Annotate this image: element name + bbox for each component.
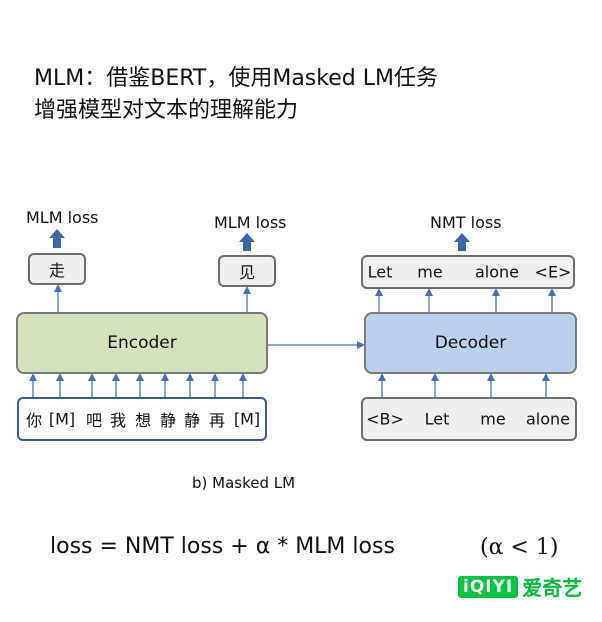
prediction-box-left: 走: [28, 253, 86, 285]
decoder-block: Decoder: [364, 312, 577, 374]
prediction-box-mid: 见: [218, 255, 276, 287]
encoder-input-token: 静: [159, 411, 177, 430]
decoder-output-box: Let me alone <E>: [361, 255, 575, 289]
decoder-output-token: me: [417, 262, 443, 282]
encoder-input-token: 静: [183, 411, 201, 430]
decoder-output-token: <E>: [534, 262, 572, 282]
prediction-token-mid: 见: [238, 263, 255, 282]
encoder-input-token: 我: [109, 411, 127, 430]
iqiyi-logo: iQIYI 爱奇艺: [458, 572, 582, 601]
decoder-input-token: alone: [525, 409, 571, 429]
loss-formula: loss = NMT loss + α * MLM loss: [50, 534, 395, 559]
mlm-loss-label-left: MLM loss: [26, 208, 99, 227]
decoder-label: Decoder: [434, 333, 507, 353]
decoder-input-token: Let: [424, 409, 450, 429]
encoder-input-token: 想: [134, 411, 152, 430]
encoder-input-token: 吧: [85, 411, 103, 430]
decoder-input-token: <B>: [366, 409, 404, 429]
mlm-loss-label-mid: MLM loss: [214, 213, 287, 232]
encoder-input-token: [M]: [48, 409, 76, 429]
loss-condition: (α < 1): [480, 535, 559, 560]
encoder-input-token: 再: [208, 411, 226, 430]
decoder-input-box: <B> Let me alone: [361, 397, 577, 441]
diagram-caption: b) Masked LM: [192, 474, 296, 492]
slide-title-line-1: MLM：借鉴BERT，使用Masked LM任务: [34, 66, 438, 91]
encoder-label: Encoder: [107, 333, 177, 353]
encoder-input-token: [M]: [233, 409, 261, 429]
encoder-block: Encoder: [16, 312, 268, 374]
loss-formula-main: loss = NMT loss + α * MLM loss: [50, 534, 395, 559]
iqiyi-logo-mark: iQIYI: [458, 575, 519, 598]
encoder-input-token: 你: [25, 411, 43, 430]
slide-title-line-2: 增强模型对文本的理解能力: [34, 98, 299, 123]
iqiyi-logo-text: 爱奇艺: [522, 576, 583, 600]
decoder-output-token: alone: [474, 262, 520, 282]
encoder-input-box: 你 [M] 吧 我 想 静 静 再 [M]: [17, 397, 267, 441]
nmt-loss-label: NMT loss: [430, 213, 502, 232]
prediction-token-left: 走: [48, 261, 65, 280]
decoder-input-token: me: [480, 409, 506, 429]
decoder-output-token: Let: [367, 262, 393, 282]
